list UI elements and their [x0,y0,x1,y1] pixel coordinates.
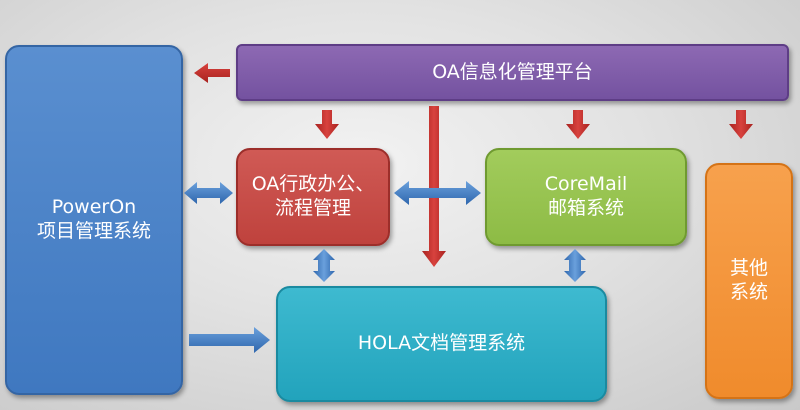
poweron-label-line2: 项目管理系统 [36,220,151,242]
arrow-platform-to-coremail [566,110,590,139]
coremail-label-line1: CoreMail [544,173,628,196]
arrow-oa-admin-coremail [394,181,481,205]
arrow-coremail-hola [564,249,586,282]
poweron-project-box: PowerOn 项目管理系统 [5,45,183,395]
coremail-label-line2: 邮箱系统 [547,197,624,219]
arrow-platform-to-oa-admin [315,110,339,139]
others-label-line2: 系统 [729,281,768,303]
oa-platform-label: OA信息化管理平台 [432,60,593,83]
arrow-platform-to-others [729,110,753,139]
arrow-platform-to-poweron [194,63,230,83]
other-systems-box: 其他 系统 [705,163,793,399]
arrow-poweron-oa-admin [184,182,233,204]
arrow-oa-admin-hola [313,249,335,282]
oa-admin-label-line1: OA行政办公、 [251,173,375,196]
coremail-box: CoreMail 邮箱系统 [485,148,687,246]
hola-label: HOLA文档管理系统 [357,332,526,355]
oa-admin-box: OA行政办公、 流程管理 [236,148,390,246]
poweron-label-line1: PowerOn [51,196,137,219]
oa-admin-label-line2: 流程管理 [274,197,351,219]
arrow-poweron-to-hola [189,327,270,353]
others-label-line1: 其他 [729,257,768,280]
oa-platform-box: OA信息化管理平台 [236,44,789,101]
arrow-platform-to-hola [422,106,446,267]
hola-document-box: HOLA文档管理系统 [276,286,607,402]
